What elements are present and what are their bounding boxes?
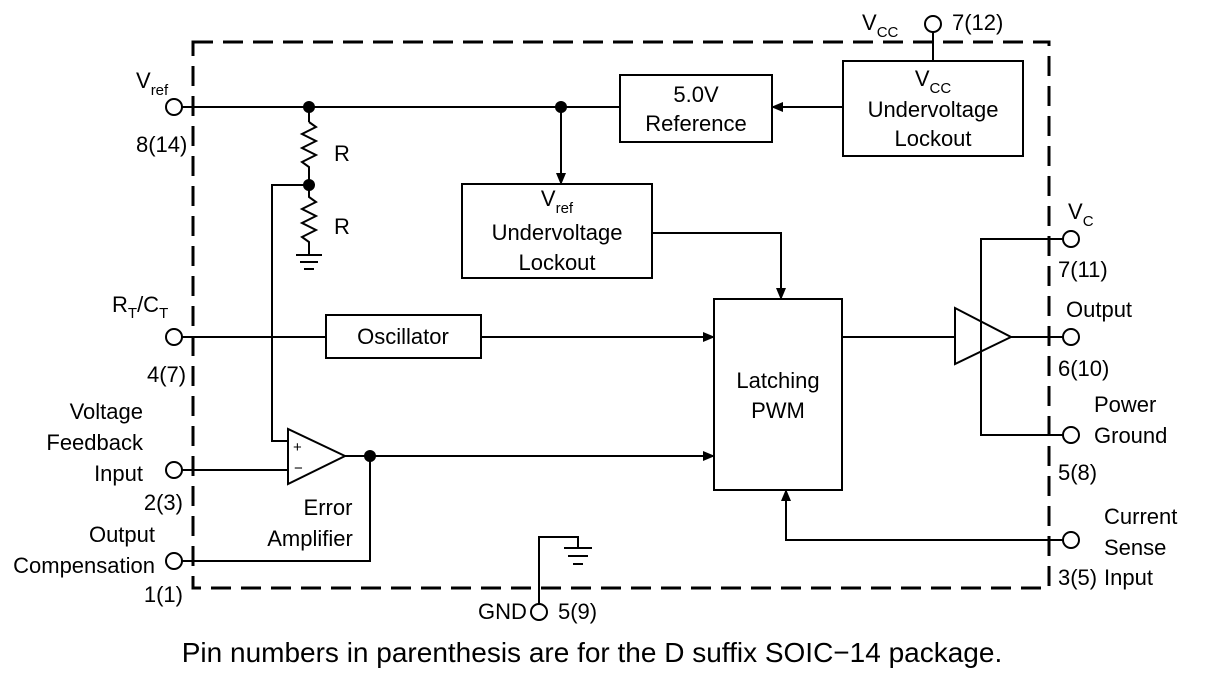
reference-line-2: Reference xyxy=(645,111,747,136)
pin-output xyxy=(1062,328,1080,346)
feedback-label-3: Input xyxy=(94,461,143,486)
junction-dot xyxy=(303,101,315,113)
feedback-label-2: Feedback xyxy=(46,430,144,455)
vref-uvlo-line-1: Undervoltage xyxy=(492,220,623,245)
driver-supply-wire xyxy=(980,238,1064,436)
vref-uvlo-title: Vref xyxy=(541,186,574,217)
feedback-pin-number: 2(3) xyxy=(144,490,183,515)
gnd-pin-label: GND xyxy=(478,599,527,624)
divider-to-ea-wire xyxy=(271,184,309,442)
junction-dot xyxy=(303,179,315,191)
ea-minus: − xyxy=(294,460,303,477)
vcc-pin-label: VCC xyxy=(862,10,899,41)
pwm-line-2: PWM xyxy=(751,398,805,423)
pin-rtct xyxy=(165,328,183,346)
compensation-label-1: Output xyxy=(89,522,155,547)
junction-dot xyxy=(364,450,376,462)
vref-uvlo-block xyxy=(461,183,653,279)
power-ground-label-1: Power xyxy=(1094,392,1156,417)
pin-vc xyxy=(1062,230,1080,248)
compensation-pin-number: 1(1) xyxy=(144,582,183,607)
output-driver-symbol xyxy=(954,306,1014,366)
reference-block xyxy=(619,74,773,143)
pin-power-ground xyxy=(1062,426,1080,444)
ea-plus: + xyxy=(293,439,302,456)
vc-pin-label: VC xyxy=(1068,199,1094,230)
vcc-uvlo-line-1: Undervoltage xyxy=(868,97,999,122)
error-amplifier-symbol xyxy=(287,427,348,486)
gnd-wire xyxy=(538,536,579,605)
current-sense-label-1: Current xyxy=(1104,504,1177,529)
vref-pin-label: Vref xyxy=(136,68,169,99)
reference-line-1: 5.0V xyxy=(673,82,719,107)
current-sense-pin-number: 3(5) xyxy=(1058,565,1097,590)
ea-label-1: Error xyxy=(304,495,353,520)
compensation-wire xyxy=(182,456,371,562)
feedback-label-1: Voltage xyxy=(70,399,143,424)
junction-dot xyxy=(555,101,567,113)
pin-output-compensation xyxy=(165,552,183,570)
oscillator-label: Oscillator xyxy=(357,324,449,349)
chip-boundary xyxy=(191,40,1051,590)
output-pin-number: 6(10) xyxy=(1058,356,1109,381)
rtct-pin-number: 4(7) xyxy=(147,362,186,387)
resistor-upper-label: R xyxy=(334,141,350,166)
pin-gnd xyxy=(530,603,548,621)
resistor-upper xyxy=(299,121,319,185)
current-sense-arrow xyxy=(781,489,1064,541)
gnd-pin-number: 5(9) xyxy=(558,599,597,624)
current-sense-label-3: Input xyxy=(1104,565,1153,590)
output-pin-label: Output xyxy=(1066,297,1132,322)
vc-pin-number: 7(11) xyxy=(1058,257,1108,282)
resistor-lower xyxy=(299,185,319,255)
power-ground-pin-number: 5(8) xyxy=(1058,460,1097,485)
compensation-label-2: Compensation xyxy=(13,553,155,578)
latching-pwm-block xyxy=(713,298,843,491)
uvlo-to-pwm-arrow xyxy=(652,232,786,300)
power-ground-label-2: Ground xyxy=(1094,423,1167,448)
pin-vcc xyxy=(924,15,942,33)
vcc-uvlo-block xyxy=(842,60,1024,157)
vcc-pin-number: 7(12) xyxy=(952,10,1003,35)
vref-pin-number: 8(14) xyxy=(136,132,187,157)
vcc-uvlo-line-2: Lockout xyxy=(894,126,971,151)
ea-label-2: Amplifier xyxy=(267,526,353,551)
pin-current-sense xyxy=(1062,531,1080,549)
vcc-uvlo-title: VCC xyxy=(915,66,952,97)
vref-uvlo-line-2: Lockout xyxy=(518,250,595,275)
resistor-lower-label: R xyxy=(334,214,350,239)
rtct-pin-label: RT/CT xyxy=(112,292,168,322)
diagram-caption: Pin numbers in parenthesis are for the D… xyxy=(182,637,1002,668)
pwm-line-1: Latching xyxy=(736,368,819,393)
pin-voltage-feedback xyxy=(165,461,183,479)
current-sense-label-2: Sense xyxy=(1104,535,1166,560)
pin-vref xyxy=(165,98,183,116)
